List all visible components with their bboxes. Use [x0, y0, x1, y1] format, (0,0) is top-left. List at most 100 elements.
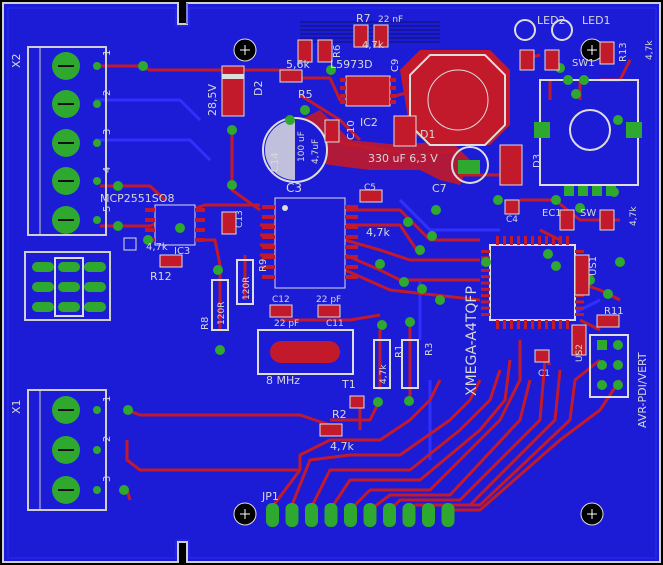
mcu-chip	[489, 244, 576, 321]
label-c12-value: 22 pF	[274, 319, 299, 329]
switch-knob	[569, 109, 611, 151]
label-sw: SW	[580, 208, 596, 219]
d2-band	[222, 74, 244, 79]
quartz-outline	[257, 329, 354, 375]
d2-diode	[221, 65, 245, 117]
label-x2-pin3: 3	[102, 129, 113, 135]
label-d1: D1	[420, 128, 435, 141]
label-ic3-part: MCP2551SO8	[100, 192, 174, 205]
label-d2-value: 28,5V	[206, 84, 219, 116]
c3-pin1-mark	[282, 205, 288, 211]
x1-terminal-outline	[27, 389, 107, 511]
label-x2-pin2: 2	[102, 90, 113, 96]
label-c3: C3	[286, 181, 302, 195]
r4-resistor	[373, 339, 391, 389]
label-us1: US1	[588, 256, 599, 276]
l1-inductor-ring	[427, 69, 489, 131]
c3-chip	[274, 197, 346, 289]
label-jp1: JP1	[261, 490, 279, 503]
x2-terminal-outline	[27, 46, 107, 236]
mounting-hole-crosses	[240, 45, 597, 519]
power-copper-area	[300, 110, 470, 185]
jp1-header-pads	[266, 503, 455, 527]
label-r10-value: 4,7k	[366, 226, 390, 239]
label-x2: X2	[10, 53, 23, 68]
label-r12: R12	[150, 270, 172, 283]
board-inner-edge	[7, 3, 657, 559]
label-x1-pin2: 2	[102, 436, 113, 442]
label-d2: D2	[252, 81, 265, 96]
silkscreen-labels: X2 1 2 3 4 5 X1 1 2 3 28,5V D2 5,6k R5 R…	[10, 12, 655, 503]
label-x1-pin1: 1	[102, 396, 113, 402]
led2	[514, 19, 536, 41]
l1-inductor	[409, 54, 506, 146]
jumper-shunt	[54, 257, 84, 317]
d1-diode	[393, 115, 417, 147]
label-r7-value: 4,7k	[362, 40, 384, 51]
label-r8: R8	[200, 317, 211, 330]
quartz-body	[270, 341, 340, 363]
label-avr: AVR-PDI/VERT	[636, 352, 649, 428]
label-c14-value: 100 uF	[297, 131, 307, 162]
led1	[551, 19, 573, 41]
label-c11: C11	[326, 319, 344, 329]
label-r7: R7	[356, 12, 371, 25]
ic3-chip	[154, 204, 196, 246]
label-led1: LED1	[582, 14, 611, 27]
label-r13: R13	[618, 42, 629, 62]
label-c9: C9	[390, 59, 401, 72]
label-r3: R3	[424, 343, 435, 356]
label-c13: C13	[235, 210, 245, 228]
label-r2: R2	[332, 408, 347, 421]
ic2-pins	[340, 78, 396, 104]
label-ic2: IC2	[360, 116, 378, 129]
ec1-pads	[564, 186, 616, 196]
switch-pad-right	[626, 122, 642, 138]
label-x2-pin5: 5	[102, 206, 113, 212]
label-ic2-part: L5973D	[330, 58, 373, 71]
label-x1-pin3: 3	[102, 476, 113, 482]
c7-pad	[458, 160, 480, 174]
label-x2-pin4: 4	[102, 167, 113, 173]
label-mcu: XMEGA-A4TQFP	[464, 286, 480, 396]
label-l1-value: 330 uF 6,3 V	[368, 152, 438, 165]
x1-terminal-pads	[52, 396, 101, 504]
r8-resistor	[211, 279, 229, 331]
label-r5-value: 5,6k	[286, 58, 310, 71]
jumper-block-pads	[32, 262, 106, 312]
label-us2: US2	[575, 344, 585, 362]
label-r5: R5	[298, 88, 313, 101]
c3-pins	[262, 205, 358, 279]
label-t1: T1	[341, 378, 356, 391]
label-c5: C5	[364, 183, 376, 193]
x2-terminal-pads	[52, 52, 101, 234]
ic2-chip	[345, 75, 391, 107]
label-r2-value: 4,7k	[330, 440, 354, 453]
smd-parts	[123, 24, 620, 437]
label-ic3: IC3	[174, 246, 190, 257]
jumper-block-outline	[24, 251, 111, 321]
label-r9: R9	[258, 259, 269, 272]
label-c8-value: 22 nF	[378, 15, 403, 25]
avr-pdi-pads	[597, 340, 623, 390]
label-r1: R1	[394, 345, 405, 358]
r1-resistor	[401, 339, 419, 389]
label-x2-pin1: 1	[102, 50, 113, 56]
label-r1-value: 4,7k	[379, 364, 389, 384]
label-c3-value: 4,7k	[146, 242, 168, 253]
label-quartz: 8 MHz	[266, 374, 300, 387]
c14-polarity	[265, 120, 295, 180]
regulator-copper-area	[400, 50, 510, 145]
label-r8-value: 120R	[217, 302, 227, 325]
avr-pdi-header	[589, 334, 629, 398]
label-d3: D3	[532, 154, 543, 168]
label-c10: C10	[346, 120, 357, 140]
label-r9-value: 120R	[242, 277, 252, 300]
label-led2: LED2	[537, 14, 566, 27]
r9-resistor	[236, 259, 254, 305]
label-ec1: EC1	[542, 208, 562, 219]
label-c14: C14	[270, 152, 281, 172]
label-c7: C7	[432, 182, 447, 195]
